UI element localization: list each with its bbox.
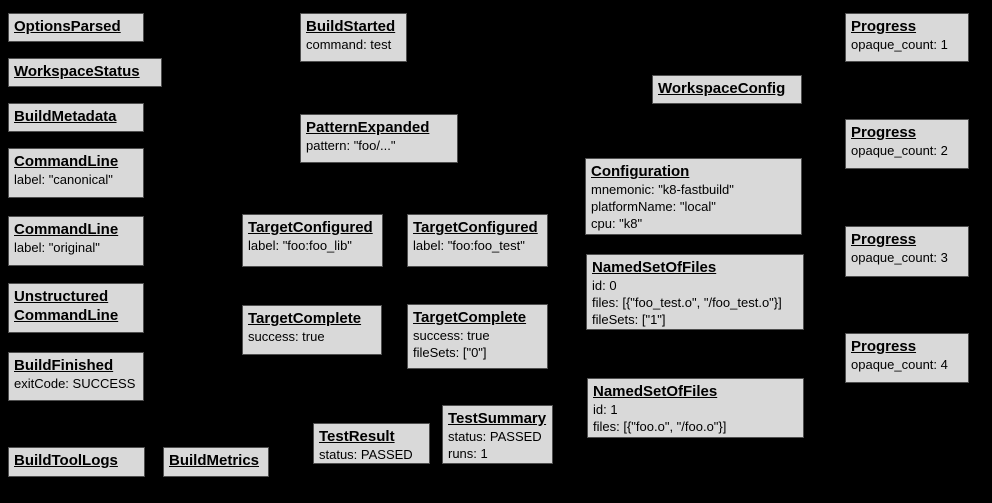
- node-build-finished: BuildFinished exitCode: SUCCESS: [8, 352, 144, 401]
- node-body: id: 1 files: [{"foo.o", "/foo.o"}]: [593, 401, 798, 435]
- node-field: fileSets: ["0"]: [413, 345, 487, 360]
- node-body: success: true: [248, 328, 376, 345]
- node-field: files: [{"foo.o", "/foo.o"}]: [593, 419, 727, 434]
- node-title: WorkspaceStatus: [14, 63, 140, 80]
- node-field: label: "original": [14, 240, 100, 255]
- node-title: PatternExpanded: [306, 119, 430, 136]
- node-field: pattern: "foo/...": [306, 138, 396, 153]
- node-body: opaque_count: 4: [851, 356, 963, 373]
- node-command-line-canonical: CommandLine label: "canonical": [8, 148, 144, 198]
- node-workspace-status: WorkspaceStatus: [8, 58, 162, 87]
- node-title: BuildFinished: [14, 357, 114, 374]
- node-progress-3: Progress opaque_count: 3: [845, 226, 969, 277]
- node-title: TestSummary: [448, 410, 547, 427]
- node-title: Progress: [851, 338, 917, 355]
- node-target-configured-foo-test: TargetConfigured label: "foo:foo_test": [407, 214, 548, 267]
- node-field: platformName: "local": [591, 199, 716, 214]
- node-build-metrics: BuildMetrics: [163, 447, 269, 477]
- node-build-tool-logs: BuildToolLogs: [8, 447, 145, 477]
- node-body: opaque_count: 1: [851, 36, 963, 53]
- node-title: NamedSetOfFiles: [593, 383, 718, 400]
- node-body: label: "foo:foo_lib": [248, 237, 377, 254]
- node-title: Configuration: [591, 163, 690, 180]
- node-title: Progress: [851, 231, 917, 248]
- node-title: BuildMetadata: [14, 108, 117, 125]
- node-pattern-expanded: PatternExpanded pattern: "foo/...": [300, 114, 458, 163]
- node-build-metadata: BuildMetadata: [8, 103, 144, 132]
- node-field: exitCode: SUCCESS: [14, 376, 136, 391]
- node-title: BuildStarted: [306, 18, 396, 35]
- node-title: WorkspaceConfig: [658, 80, 786, 97]
- node-progress-4: Progress opaque_count: 4: [845, 333, 969, 383]
- node-field: opaque_count: 2: [851, 143, 948, 158]
- node-field: label: "canonical": [14, 172, 113, 187]
- node-title: OptionsParsed: [14, 18, 121, 35]
- node-options-parsed: OptionsParsed: [8, 13, 144, 42]
- node-body: mnemonic: "k8-fastbuild" platformName: "l…: [591, 181, 796, 232]
- node-title: TargetConfigured: [413, 219, 538, 236]
- node-target-configured-foo-lib: TargetConfigured label: "foo:foo_lib": [242, 214, 383, 267]
- node-field: status: PASSED: [448, 429, 542, 444]
- node-field: mnemonic: "k8-fastbuild": [591, 182, 734, 197]
- node-command-line-original: CommandLine label: "original": [8, 216, 144, 266]
- node-field: fileSets: ["1"]: [592, 312, 666, 327]
- node-field: command: test: [306, 37, 392, 52]
- node-title: BuildToolLogs: [14, 452, 118, 469]
- node-title: Progress: [851, 18, 917, 35]
- node-title: CommandLine: [14, 221, 119, 238]
- node-body: status: PASSED: [319, 446, 424, 463]
- node-body: id: 0 files: [{"foo_test.o", "/foo_test.o…: [592, 277, 798, 328]
- node-field: opaque_count: 3: [851, 250, 948, 265]
- node-workspace-config: WorkspaceConfig: [652, 75, 802, 104]
- node-body: exitCode: SUCCESS: [14, 375, 138, 392]
- node-named-set-of-files-1: NamedSetOfFiles id: 1 files: [{"foo.o", "…: [587, 378, 804, 438]
- node-progress-1: Progress opaque_count: 1: [845, 13, 969, 62]
- node-named-set-of-files-0: NamedSetOfFiles id: 0 files: [{"foo_test.…: [586, 254, 804, 330]
- node-body: pattern: "foo/...": [306, 137, 452, 154]
- node-target-complete-foo-lib: TargetComplete success: true: [242, 305, 382, 355]
- node-field: success: true: [248, 329, 325, 344]
- node-title: TargetComplete: [248, 310, 362, 327]
- node-field: id: 0: [592, 278, 617, 293]
- node-field: opaque_count: 1: [851, 37, 948, 52]
- node-title: BuildMetrics: [169, 452, 260, 469]
- node-body: status: PASSED runs: 1: [448, 428, 547, 462]
- node-body: opaque_count: 3: [851, 249, 963, 266]
- node-body: label: "canonical": [14, 171, 138, 188]
- node-body: label: "foo:foo_test": [413, 237, 542, 254]
- node-title: TestResult: [319, 428, 395, 445]
- node-title: NamedSetOfFiles: [592, 259, 717, 276]
- node-field: opaque_count: 4: [851, 357, 948, 372]
- node-title: Unstructured CommandLine: [14, 288, 119, 324]
- node-field: label: "foo:foo_lib": [248, 238, 352, 253]
- node-configuration: Configuration mnemonic: "k8-fastbuild" pl…: [585, 158, 802, 235]
- node-build-started: BuildStarted command: test: [300, 13, 407, 62]
- node-title: TargetConfigured: [248, 219, 373, 236]
- node-unstructured-command-line: Unstructured CommandLine: [8, 283, 144, 333]
- node-field: success: true: [413, 328, 490, 343]
- node-body: opaque_count: 2: [851, 142, 963, 159]
- node-title: Progress: [851, 124, 917, 141]
- node-test-result: TestResult status: PASSED: [313, 423, 430, 464]
- node-body: success: true fileSets: ["0"]: [413, 327, 542, 361]
- node-field: id: 1: [593, 402, 618, 417]
- node-title: CommandLine: [14, 153, 119, 170]
- node-body: command: test: [306, 36, 401, 53]
- node-field: cpu: "k8": [591, 216, 643, 231]
- node-progress-2: Progress opaque_count: 2: [845, 119, 969, 169]
- node-field: runs: 1: [448, 446, 488, 461]
- node-field: status: PASSED: [319, 447, 413, 462]
- node-field: label: "foo:foo_test": [413, 238, 525, 253]
- node-target-complete-foo-test: TargetComplete success: true fileSets: ["…: [407, 304, 548, 369]
- node-title: TargetComplete: [413, 309, 527, 326]
- node-field: files: [{"foo_test.o", "/foo_test.o"}]: [592, 295, 782, 310]
- node-test-summary: TestSummary status: PASSED runs: 1: [442, 405, 553, 464]
- node-body: label: "original": [14, 239, 138, 256]
